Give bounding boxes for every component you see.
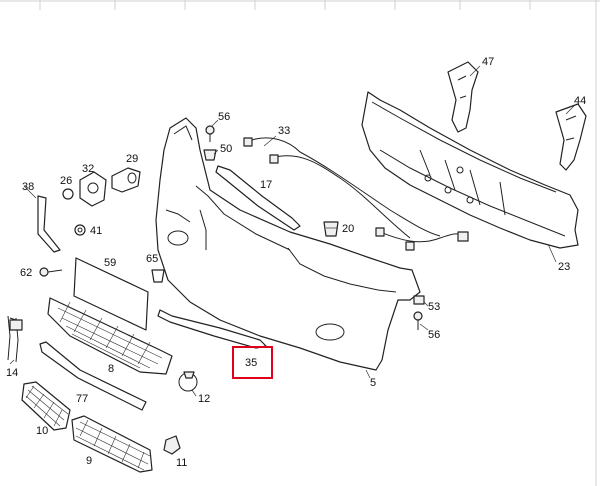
label-44: 44	[574, 95, 586, 107]
label-9: 9	[86, 455, 92, 467]
screw-56-top[interactable]	[205, 125, 215, 142]
grille-8[interactable]	[47, 297, 173, 375]
label-20: 20	[342, 223, 354, 235]
sensor-housing-32[interactable]	[79, 171, 107, 207]
cap-41[interactable]	[74, 224, 86, 236]
lower-grille-9[interactable]	[71, 415, 153, 473]
label-62: 62	[20, 267, 32, 279]
bracket-44[interactable]	[555, 103, 587, 171]
label-56-bottom: 56	[428, 329, 440, 341]
strip-77[interactable]	[39, 341, 147, 411]
label-41: 41	[90, 225, 102, 237]
cap-65[interactable]	[151, 269, 165, 283]
part-labels: 47 44 56 33 50 32 29 26 38 17 20 41 23 6…	[6, 56, 586, 469]
label-8: 8	[108, 363, 114, 375]
label-47: 47	[482, 56, 494, 68]
label-50: 50	[220, 143, 232, 155]
label-26: 26	[60, 175, 72, 187]
label-35: 35	[245, 357, 257, 369]
grommet-26[interactable]	[62, 188, 74, 200]
label-14: 14	[6, 367, 18, 379]
clip-bracket-14[interactable]	[7, 315, 23, 363]
wiring-harness[interactable]	[243, 137, 469, 251]
fastener-11[interactable]	[163, 435, 181, 455]
ring-12[interactable]	[178, 371, 198, 392]
leader-lines	[9, 65, 575, 397]
upper-trim-strip[interactable]	[215, 165, 301, 231]
label-56-top: 56	[218, 111, 230, 123]
label-77: 77	[76, 393, 88, 405]
label-38: 38	[22, 181, 34, 193]
label-32: 32	[82, 163, 94, 175]
label-65: 65	[146, 253, 158, 265]
label-11: 11	[176, 457, 187, 469]
label-59: 59	[104, 257, 116, 269]
label-29: 29	[126, 153, 138, 165]
label-5: 5	[370, 377, 376, 389]
sensor-29[interactable]	[111, 167, 141, 193]
label-12: 12	[198, 393, 210, 405]
license-plate-holder[interactable]	[73, 257, 149, 331]
highlight-box	[232, 346, 273, 379]
screw-56-bottom[interactable]	[413, 311, 423, 330]
label-17: 17	[260, 179, 272, 191]
label-33: 33	[278, 125, 290, 137]
lower-grille-10[interactable]	[21, 381, 71, 431]
label-23: 23	[558, 261, 570, 273]
reinforcement-beam[interactable]	[361, 91, 579, 249]
clip-20[interactable]	[323, 221, 339, 237]
bracket-47[interactable]	[447, 61, 479, 133]
screw-62[interactable]	[39, 267, 63, 277]
side-strip-38[interactable]	[37, 195, 61, 253]
label-10: 10	[36, 425, 48, 437]
label-53: 53	[428, 301, 440, 313]
fastener-50[interactable]	[203, 149, 217, 161]
fastener-53[interactable]	[413, 295, 425, 305]
bumper-cover[interactable]	[155, 117, 421, 371]
